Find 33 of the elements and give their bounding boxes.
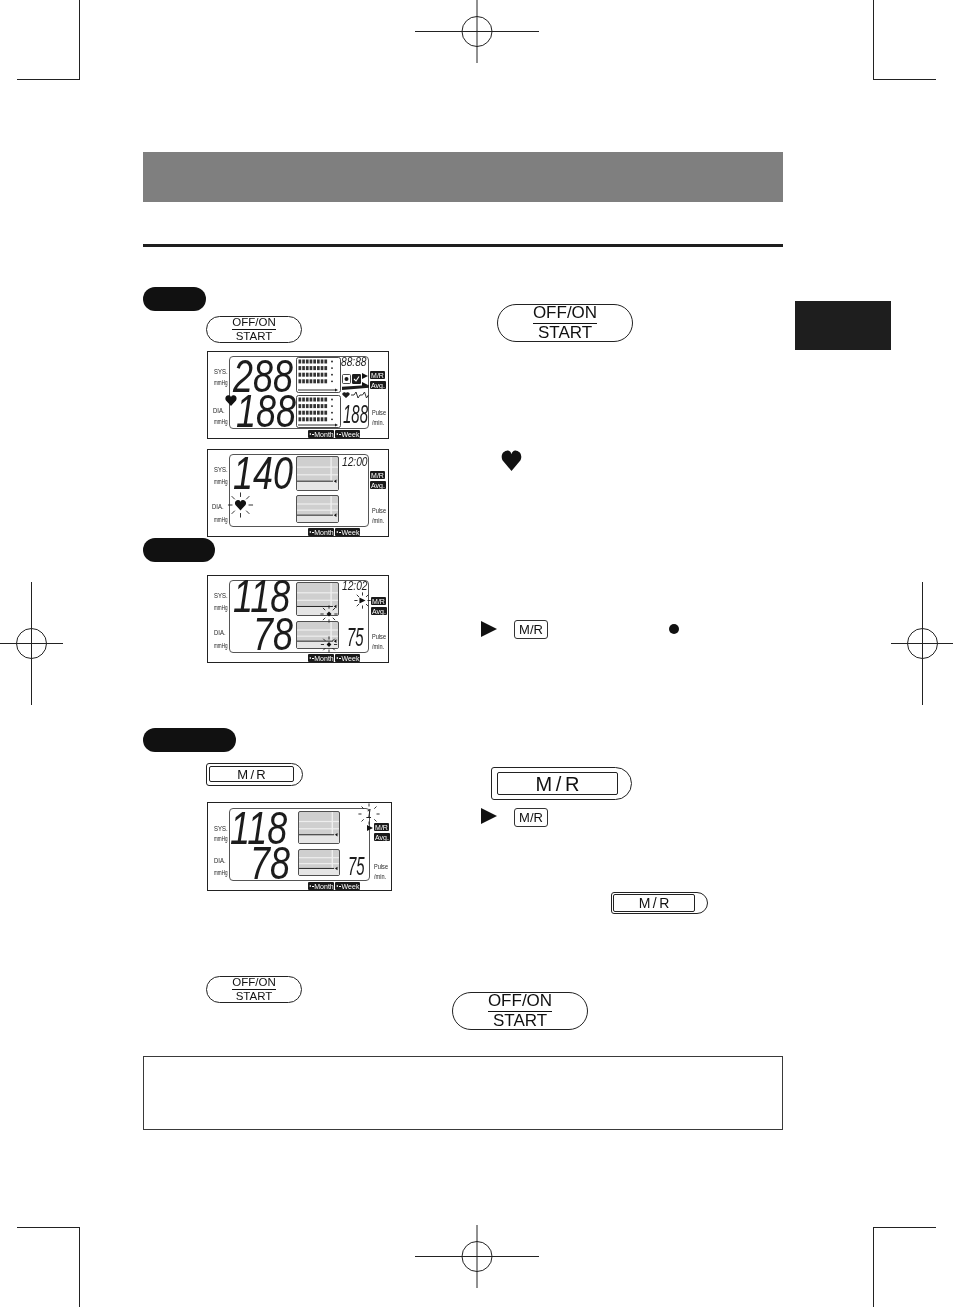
lcd-reading: 75 (348, 857, 365, 876)
lcd-reading: 188 (343, 405, 369, 424)
mr-button: M/R (611, 892, 708, 914)
lcd-display (207, 802, 392, 891)
step-marker (143, 287, 206, 311)
lcd-clock: 88:88 (341, 358, 367, 367)
mr-button: M/R (491, 767, 632, 800)
off-on-start-button: OFF/ON START (206, 976, 302, 1003)
header-bar (143, 152, 783, 202)
step-marker (143, 728, 236, 752)
note-frame (143, 1056, 783, 1130)
off-on-start-button: OFF/ON START (452, 992, 588, 1030)
mr-key: M/R (514, 620, 548, 639)
off-on-start-button: OFF/ON START (497, 304, 633, 342)
lcd-reading: 140 (233, 456, 293, 491)
lcd-clock: 12:02 (342, 582, 368, 591)
lcd-display (207, 351, 389, 439)
lcd-reading: 118 (230, 811, 288, 846)
lcd-reading: 188 (236, 394, 296, 429)
step-marker (143, 538, 215, 562)
mr-key: M/R (514, 808, 548, 827)
lcd-reading: 78 (250, 846, 290, 881)
off-on-start-button: OFF/ON START (206, 316, 302, 343)
lcd-reading: 118 (233, 579, 291, 614)
lcd-reading: 288 (233, 359, 293, 394)
mr-button: M/R (206, 763, 303, 786)
memory-number: 1 (366, 809, 372, 819)
lcd-display (207, 449, 389, 537)
lcd-clock: 12:00 (342, 458, 368, 467)
lcd-reading: 78 (253, 617, 293, 652)
lcd-reading: 75 (347, 628, 364, 647)
lcd-display (207, 575, 389, 663)
section-tab (795, 301, 891, 350)
